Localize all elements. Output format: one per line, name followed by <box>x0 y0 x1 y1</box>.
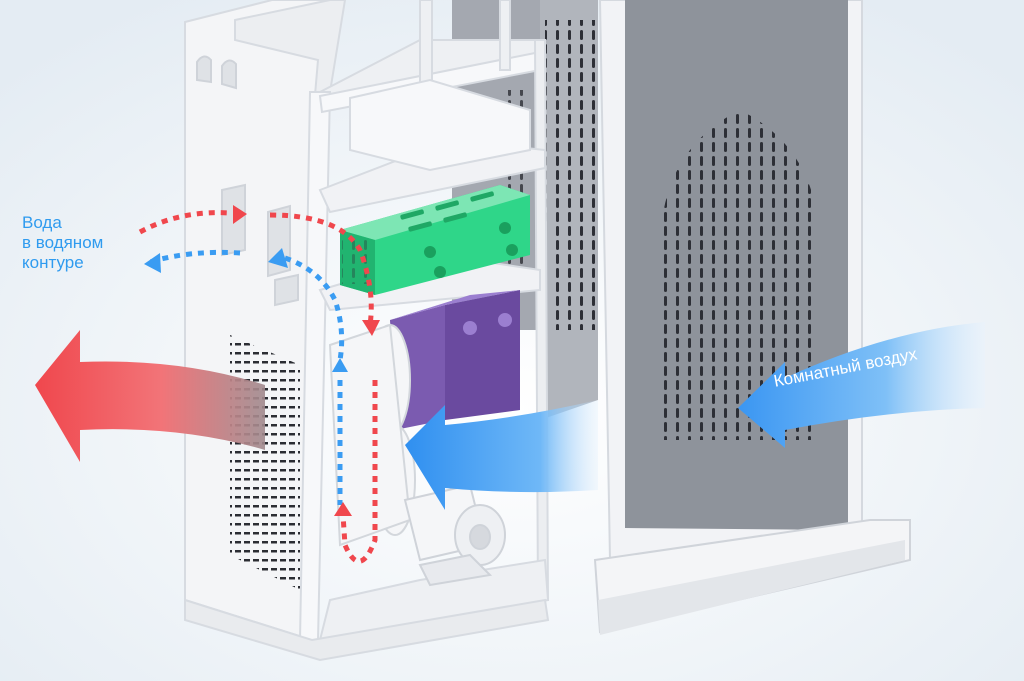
cold-water-line-up <box>284 255 345 361</box>
fan-block <box>328 323 416 547</box>
water-label-line-1: Вода <box>22 213 62 232</box>
water-arrowheads <box>144 205 380 516</box>
side-grill <box>230 335 300 590</box>
arrowhead-hot-right <box>233 205 247 224</box>
room-air-arrow <box>738 322 985 448</box>
blower <box>403 483 506 587</box>
arrowhead-cold-left <box>144 253 161 273</box>
cold-air-arrow-inner <box>405 400 598 510</box>
chassis-frame <box>184 0 550 662</box>
water-label-line-3: контуре <box>22 253 84 272</box>
hot-water-line-down <box>269 212 374 326</box>
green-module <box>340 185 530 295</box>
arrowhead-cold-up <box>332 358 348 372</box>
purple-module <box>390 290 520 430</box>
hot-air-arrow <box>35 330 265 462</box>
water-label-line-2: в водяном <box>22 233 104 252</box>
arrowhead-cold-up-left <box>268 248 288 268</box>
front-cover <box>593 0 911 635</box>
water-loop <box>138 210 378 564</box>
arrowhead-hot-down <box>362 320 380 336</box>
hot-water-line-loop <box>340 380 378 564</box>
water-circuit-label: Вода в водяном контуре <box>22 213 103 273</box>
arrowhead-hot-up <box>334 502 352 516</box>
